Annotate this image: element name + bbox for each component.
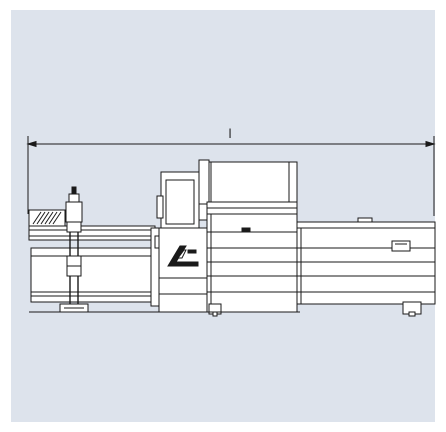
bale-channel (296, 217, 436, 317)
infeed-base-rail (30, 291, 152, 303)
dimension-arrow-right (425, 140, 436, 148)
hopper-side-post (198, 159, 210, 205)
lift-cylinder-cap (68, 193, 80, 203)
press-nameplate (241, 227, 251, 232)
press-hopper (206, 161, 298, 203)
pre-press-window (165, 179, 195, 225)
infeed-conveyor (28, 209, 160, 307)
channel-inspection-window (391, 240, 411, 252)
bale-channel-housing (296, 221, 436, 305)
overall-length-dimension: l (26, 127, 436, 216)
infeed-belt (28, 225, 156, 241)
pre-press-unit (156, 171, 200, 232)
manufacturer-logo-icon (167, 245, 199, 267)
channel-top-handle (357, 217, 373, 223)
dimension-arrow-left (26, 140, 37, 148)
main-press-body (158, 159, 298, 317)
infeed-control-box (28, 209, 66, 227)
dimension-label: l (228, 127, 231, 141)
press-drive-casing (158, 227, 208, 313)
lift-column (59, 186, 89, 313)
press-chamber (206, 201, 298, 313)
infeed-frame (30, 247, 152, 293)
control-box-hatching (32, 211, 62, 225)
pre-press-bracket (156, 195, 164, 219)
lift-cylinder-head (65, 201, 83, 223)
lift-cylinder-rod (71, 186, 77, 195)
